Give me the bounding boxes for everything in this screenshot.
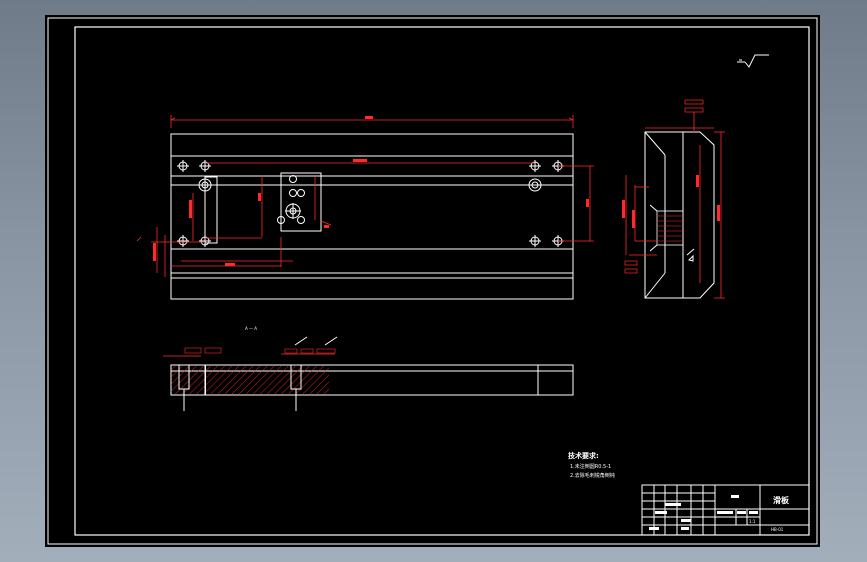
tech-requirements: 技术要求: 1.未注倒圆R0.5-1 2.去除毛刺锐角倒钝 bbox=[568, 451, 615, 479]
front-view bbox=[136, 115, 594, 300]
holes bbox=[177, 160, 564, 247]
side-view bbox=[622, 99, 725, 299]
cad-drawing: A — A 技术要求: 1.未注倒圆R0.5-1 2.去除毛刺锐角倒钝 bbox=[47, 17, 818, 545]
drawing-sheet: A — A 技术要求: 1.未注倒圆R0.5-1 2.去除毛刺锐角倒钝 bbox=[45, 15, 820, 547]
tech-requirements-title: 技术要求: bbox=[568, 451, 599, 460]
inner-frame bbox=[74, 26, 810, 536]
dim-label-total bbox=[365, 116, 373, 119]
roughness-symbol bbox=[737, 54, 769, 68]
front-dimensions bbox=[136, 159, 594, 277]
front-outline bbox=[170, 133, 574, 300]
scale-value: 1:1 bbox=[749, 519, 756, 524]
tech-requirement-line-1: 1.未注倒圆R0.5-1 bbox=[570, 463, 611, 470]
tech-requirement-line-2: 2.去除毛刺锐角倒钝 bbox=[570, 472, 615, 479]
section-label: A — A bbox=[245, 326, 257, 331]
title-block: 1:1 滑板 HB-01 bbox=[641, 484, 810, 536]
section-view: A — A bbox=[163, 326, 574, 411]
drawing-number: HB-01 bbox=[771, 527, 784, 532]
part-name: 滑板 bbox=[773, 495, 790, 505]
side-outline bbox=[644, 131, 715, 299]
outer-frame bbox=[47, 17, 818, 545]
